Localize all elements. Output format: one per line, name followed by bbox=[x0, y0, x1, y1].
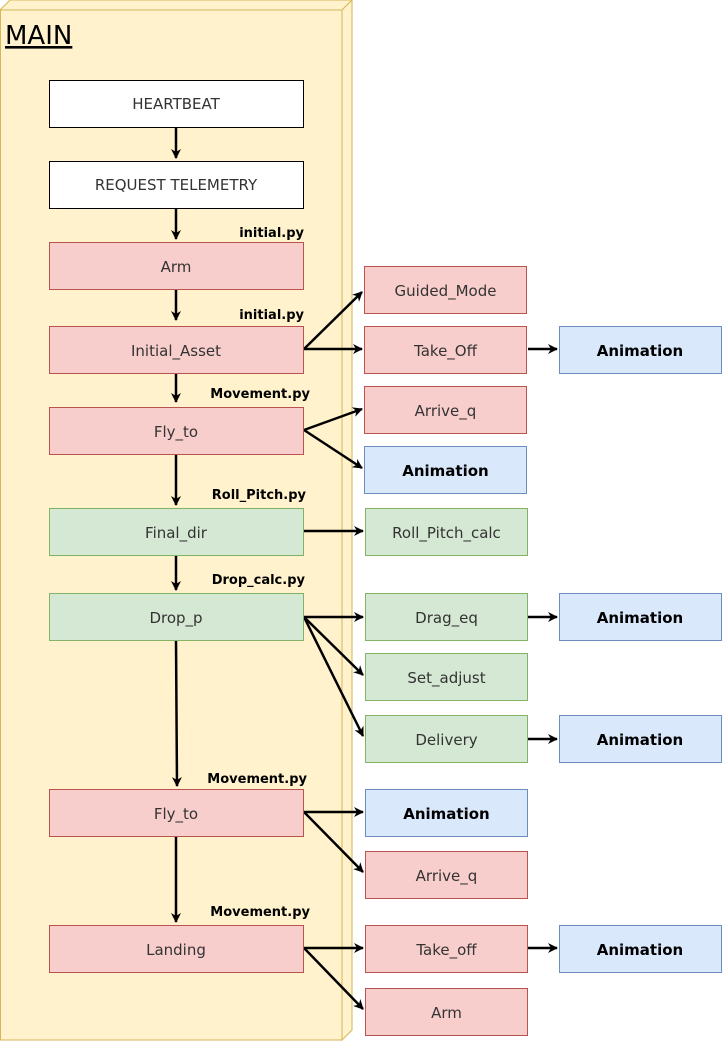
file-label-fly-to-2: Movement.py bbox=[207, 772, 307, 787]
main-container-side-face bbox=[341, 0, 353, 1042]
file-label-final-dir: Roll_Pitch.py bbox=[212, 488, 307, 503]
edge-fly-to-1-animation bbox=[303, 428, 363, 470]
node-take-off-2[interactable]: Take_off bbox=[365, 925, 528, 973]
node-initial-asset-label: Initial_Asset bbox=[131, 342, 221, 361]
file-label-landing: Movement.py bbox=[210, 905, 310, 920]
node-anim-takeoff-2-label: Animation bbox=[597, 941, 683, 959]
node-anim-fly-2[interactable]: Animation bbox=[365, 789, 528, 837]
node-anim-fly-1[interactable]: Animation bbox=[364, 446, 527, 494]
main-nodes: HEARTBEAT REQUEST TELEMETRY Arm Initial_… bbox=[49, 80, 304, 973]
node-roll-pitch-calc[interactable]: Roll_Pitch_calc bbox=[365, 508, 528, 556]
node-take-off-1-label: Take_Off bbox=[413, 342, 478, 361]
file-label-arm: initial.py bbox=[239, 226, 304, 241]
file-label-initial-asset: initial.py bbox=[239, 308, 304, 323]
node-fly-to-1[interactable]: Fly_to bbox=[49, 407, 304, 455]
node-anim-takeoff-1-label: Animation bbox=[597, 342, 683, 360]
node-arrive-q-1[interactable]: Arrive_q bbox=[364, 386, 527, 434]
main-title: MAIN bbox=[5, 21, 72, 51]
node-anim-delivery-label: Animation bbox=[597, 731, 683, 749]
node-take-off-1[interactable]: Take_Off bbox=[364, 326, 527, 374]
file-label-fly-to-1: Movement.py bbox=[210, 387, 310, 402]
node-anim-drag-label: Animation bbox=[597, 609, 683, 627]
node-guided-mode[interactable]: Guided_Mode bbox=[364, 266, 527, 314]
node-anim-drag[interactable]: Animation bbox=[559, 593, 722, 641]
node-initial-asset[interactable]: Initial_Asset bbox=[49, 326, 304, 374]
node-anim-takeoff-1[interactable]: Animation bbox=[559, 326, 722, 374]
edge-fly-to-1-arrive-q bbox=[303, 407, 363, 432]
node-drag-eq-label: Drag_eq bbox=[415, 609, 478, 628]
edge-drop-p-delivery bbox=[302, 616, 365, 737]
edges bbox=[171, 128, 558, 1010]
node-guided-mode-label: Guided_Mode bbox=[395, 282, 497, 301]
node-landing[interactable]: Landing bbox=[49, 925, 304, 973]
node-arm-label: Arm bbox=[161, 258, 192, 276]
node-anim-fly-2-label: Animation bbox=[403, 805, 489, 823]
node-heartbeat[interactable]: HEARTBEAT bbox=[49, 80, 304, 128]
node-anim-fly-1-label: Animation bbox=[402, 462, 488, 480]
side-nodes: Guided_Mode Take_Off Animation Arrive_q … bbox=[364, 266, 722, 1036]
node-delivery[interactable]: Delivery bbox=[365, 715, 528, 763]
node-arm[interactable]: Arm bbox=[49, 242, 304, 290]
node-fly-to-2-label: Fly_to bbox=[154, 805, 198, 824]
node-drop-p[interactable]: Drop_p bbox=[49, 593, 304, 641]
node-arrive-q-2[interactable]: Arrive_q bbox=[365, 851, 528, 899]
node-set-adjust-label: Set_adjust bbox=[407, 669, 485, 688]
node-fly-to-1-label: Fly_to bbox=[154, 423, 198, 442]
file-label-drop-p: Drop_calc.py bbox=[212, 573, 306, 588]
node-fly-to-2[interactable]: Fly_to bbox=[49, 789, 304, 837]
node-arm-2-label: Arm bbox=[431, 1004, 462, 1022]
node-drop-p-label: Drop_p bbox=[149, 609, 202, 628]
edge-landing-arm bbox=[303, 947, 364, 1010]
node-anim-delivery[interactable]: Animation bbox=[559, 715, 722, 763]
edge-drop-p-set-adjust bbox=[303, 616, 364, 676]
node-anim-takeoff-2[interactable]: Animation bbox=[559, 925, 722, 973]
node-arm-2[interactable]: Arm bbox=[365, 988, 528, 1036]
main-container-top-face bbox=[0, 0, 353, 11]
node-heartbeat-label: HEARTBEAT bbox=[132, 95, 220, 113]
node-landing-label: Landing bbox=[146, 941, 206, 959]
node-take-off-2-label: Take_off bbox=[415, 941, 477, 960]
node-request-telemetry-label: REQUEST TELEMETRY bbox=[95, 176, 258, 194]
edge-fly-to-2-arrive-q bbox=[303, 811, 364, 873]
node-request-telemetry[interactable]: REQUEST TELEMETRY bbox=[49, 161, 304, 209]
node-roll-pitch-calc-label: Roll_Pitch_calc bbox=[392, 524, 501, 543]
node-delivery-label: Delivery bbox=[415, 731, 477, 749]
edge-initial-asset-guided-mode bbox=[303, 291, 363, 350]
node-final-dir-label: Final_dir bbox=[145, 524, 208, 543]
node-arrive-q-1-label: Arrive_q bbox=[415, 402, 477, 421]
edge-drop-p-fly-to-2 bbox=[171, 640, 182, 787]
node-arrive-q-2-label: Arrive_q bbox=[416, 867, 478, 886]
node-set-adjust[interactable]: Set_adjust bbox=[365, 653, 528, 701]
node-drag-eq[interactable]: Drag_eq bbox=[365, 593, 528, 641]
file-labels: initial.py initial.py Movement.py Roll_P… bbox=[207, 226, 310, 920]
node-final-dir[interactable]: Final_dir bbox=[49, 508, 304, 556]
